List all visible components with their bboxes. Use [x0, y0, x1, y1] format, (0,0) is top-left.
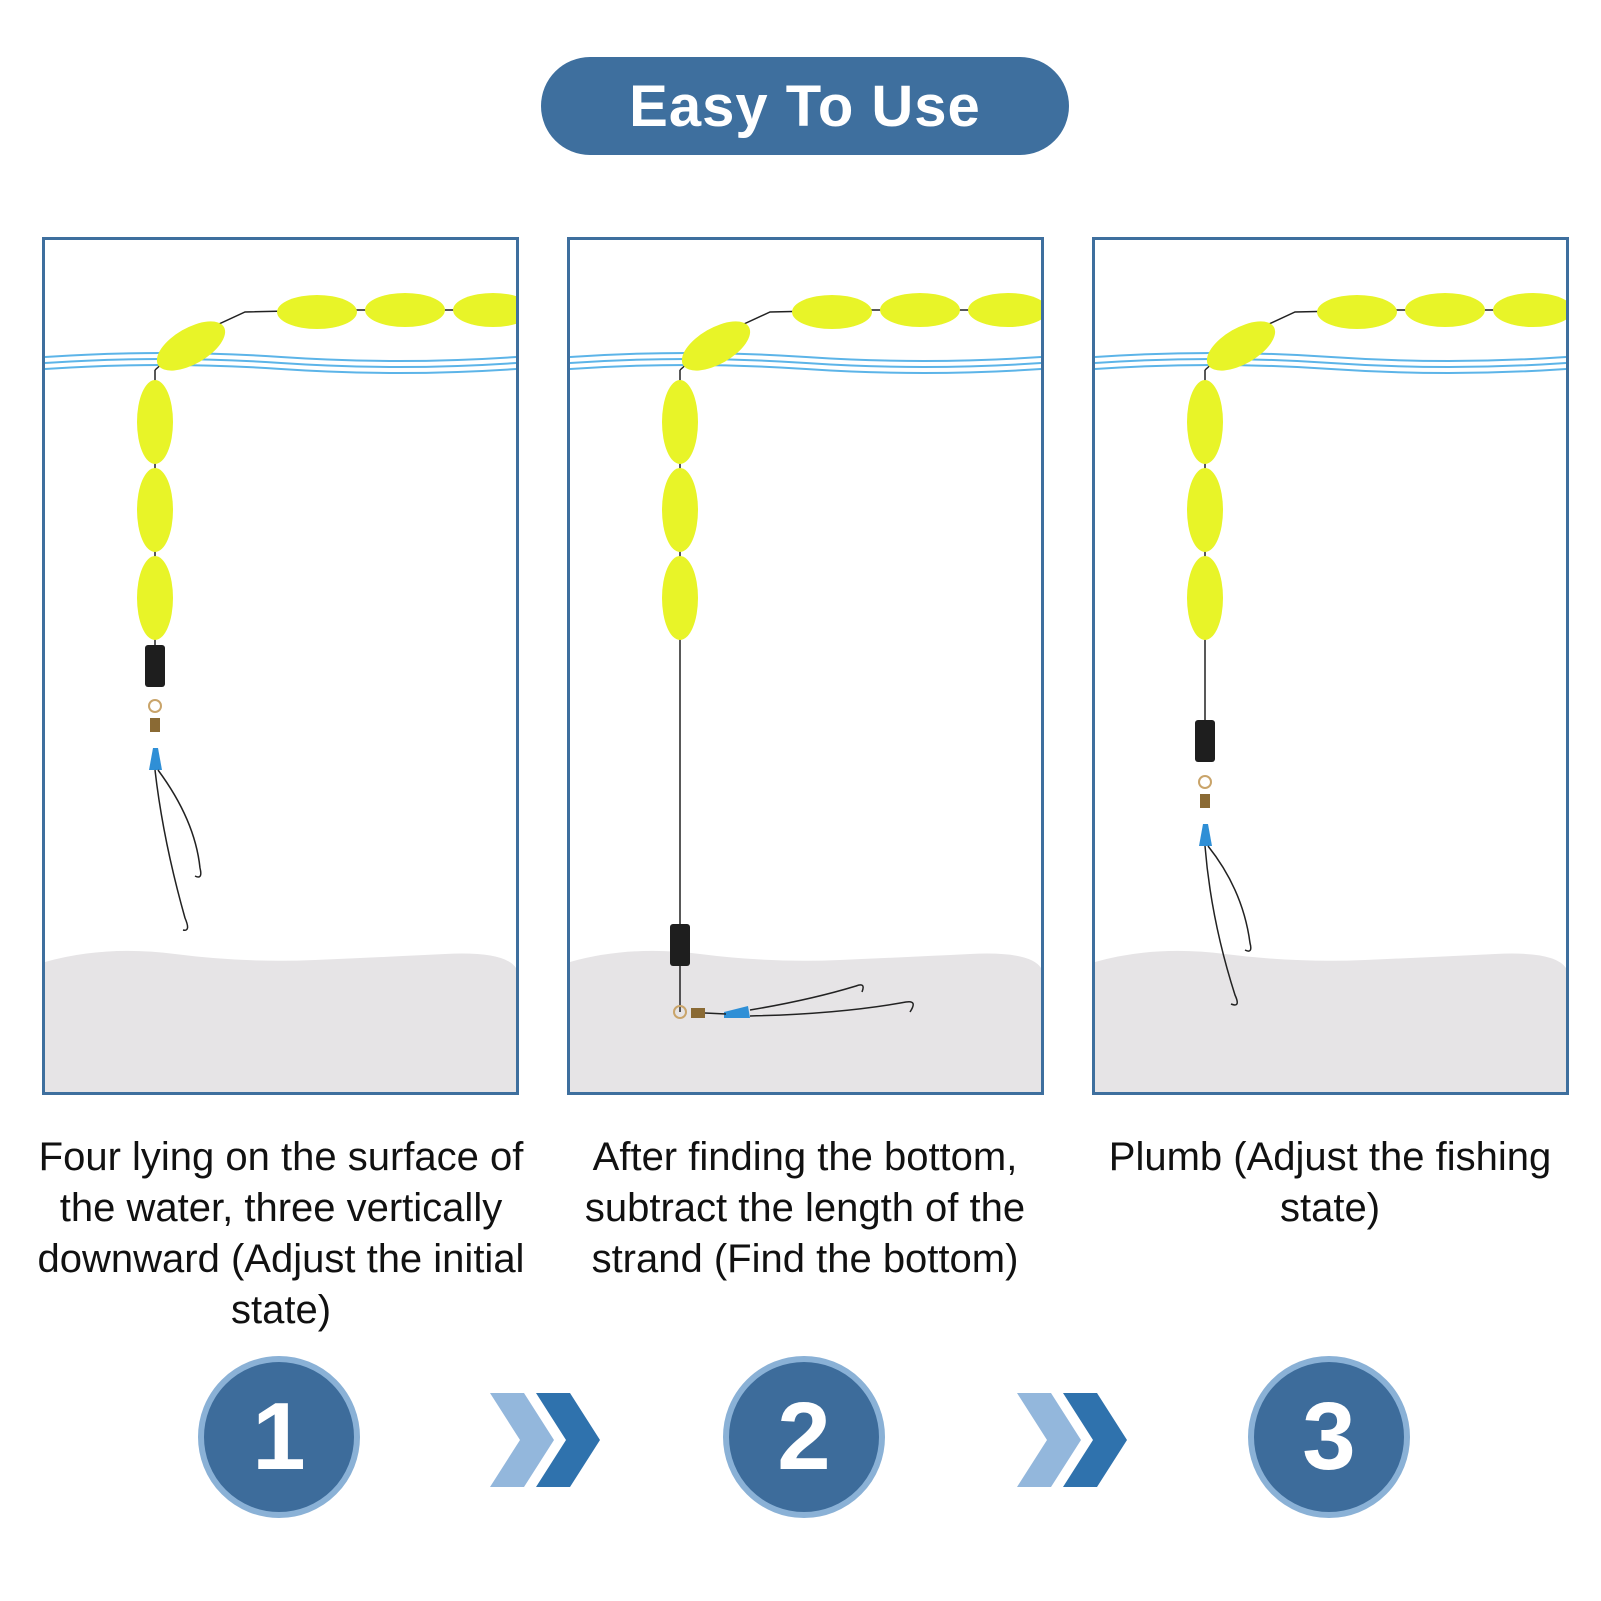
- caption-step-3: Plumb (Adjust the fishing state): [1108, 1135, 1552, 1230]
- water-waves: [1095, 352, 1566, 374]
- water-waves: [45, 352, 516, 374]
- panel-2-illustration: [570, 293, 1041, 1092]
- step-number-2: 2: [723, 1356, 885, 1518]
- hook-lines: [1204, 845, 1252, 1006]
- swivel-icon: [150, 718, 160, 732]
- hook-lines: [154, 769, 202, 931]
- float-icon: [453, 293, 516, 327]
- diagram-panel-2: [567, 237, 1044, 1095]
- float-icon: [1187, 556, 1223, 640]
- caption-step-2: After finding the bottom, subtract the l…: [584, 1135, 1026, 1281]
- diagram-panel-1: [42, 237, 519, 1095]
- swivel-ring-icon: [673, 1005, 687, 1019]
- float-icon: [968, 293, 1041, 327]
- weight-icon: [1195, 720, 1215, 762]
- panel-3-illustration: [1095, 293, 1566, 1092]
- chevron-right-icon: [490, 1393, 600, 1487]
- float-icon: [1187, 468, 1223, 552]
- hook-lines: [704, 984, 914, 1017]
- floats: [1187, 293, 1566, 640]
- float-icon: [1405, 293, 1485, 327]
- weight-icon: [145, 645, 165, 687]
- swivel-ring-icon: [1198, 775, 1212, 789]
- step-number-3: 3: [1248, 1356, 1410, 1518]
- page-title: Easy To Use: [541, 57, 1069, 155]
- float-icon: [1187, 380, 1223, 464]
- float-icon: [880, 293, 960, 327]
- seabed: [570, 950, 1041, 1092]
- float-icon: [277, 295, 357, 329]
- floats: [662, 293, 1041, 640]
- diagram-panel-3: [1092, 237, 1569, 1095]
- swivel-icon: [1200, 794, 1210, 808]
- bead-icon: [149, 748, 162, 770]
- swivel-icon: [691, 1008, 705, 1018]
- float-icon: [662, 380, 698, 464]
- float-icon: [1206, 321, 1276, 371]
- float-icon: [681, 321, 751, 371]
- float-icon: [1493, 293, 1566, 327]
- float-icon: [137, 468, 173, 552]
- float-icon: [662, 468, 698, 552]
- float-icon: [792, 295, 872, 329]
- bead-icon: [724, 1006, 750, 1018]
- float-icon: [365, 293, 445, 327]
- swivel-ring-icon: [148, 699, 162, 713]
- weight-icon: [670, 924, 690, 966]
- panel-1-illustration: [45, 293, 516, 1092]
- fishing-line: [1204, 309, 1566, 740]
- fishing-line: [679, 309, 1041, 1012]
- float-icon: [662, 556, 698, 640]
- float-icon: [156, 321, 226, 371]
- step-number-1: 1: [198, 1356, 360, 1518]
- float-icon: [1317, 295, 1397, 329]
- chevron-right-icon: [1017, 1393, 1127, 1487]
- seabed: [1095, 950, 1566, 1092]
- caption-step-1: Four lying on the surface of the water, …: [37, 1135, 525, 1332]
- float-icon: [137, 556, 173, 640]
- bead-icon: [1199, 824, 1212, 846]
- floats: [137, 293, 516, 640]
- float-icon: [137, 380, 173, 464]
- water-waves: [570, 352, 1041, 374]
- fishing-line: [154, 309, 516, 670]
- seabed: [45, 950, 516, 1092]
